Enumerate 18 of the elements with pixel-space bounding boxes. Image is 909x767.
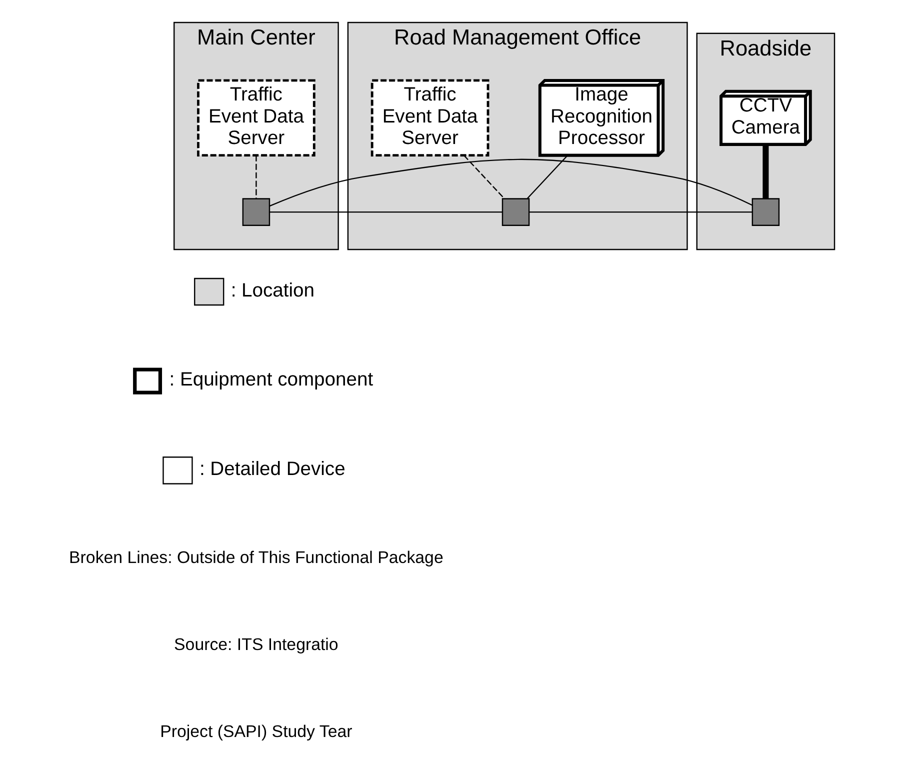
- connector: [527, 154, 568, 199]
- connector: [529, 211, 752, 213]
- node-box: [242, 198, 270, 226]
- label: Broken Lines: Outside of This Functional Package: [69, 548, 444, 568]
- node-box: [502, 198, 530, 226]
- connector: [463, 154, 505, 199]
- legend-label: : Detailed Device: [199, 459, 346, 480]
- connector: [762, 144, 769, 199]
- node-box: Traffic Event Data Server: [370, 79, 490, 157]
- connector: [269, 158, 753, 207]
- connector: [256, 155, 257, 198]
- connector: [270, 211, 502, 213]
- legend-label: : Location: [230, 280, 315, 302]
- label: Project (SAPI) Study Tear: [160, 722, 352, 741]
- node-box: [752, 198, 780, 226]
- legend-label: : Equipment component: [169, 370, 374, 391]
- label: Source: ITS Integratio: [174, 634, 338, 654]
- node-box: Traffic Event Data Server: [197, 79, 316, 157]
